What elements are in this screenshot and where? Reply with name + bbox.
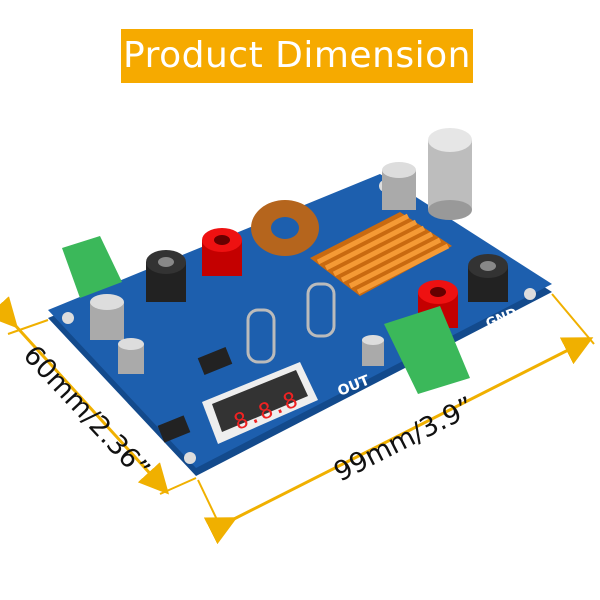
toroid-inductor [251,200,319,256]
binding-posts [146,228,508,328]
heatsink [310,212,452,296]
page-title: Product Dimension [121,29,473,83]
potentiometer-knob [428,128,472,220]
length-label: 99mm/3.9” [329,391,479,488]
